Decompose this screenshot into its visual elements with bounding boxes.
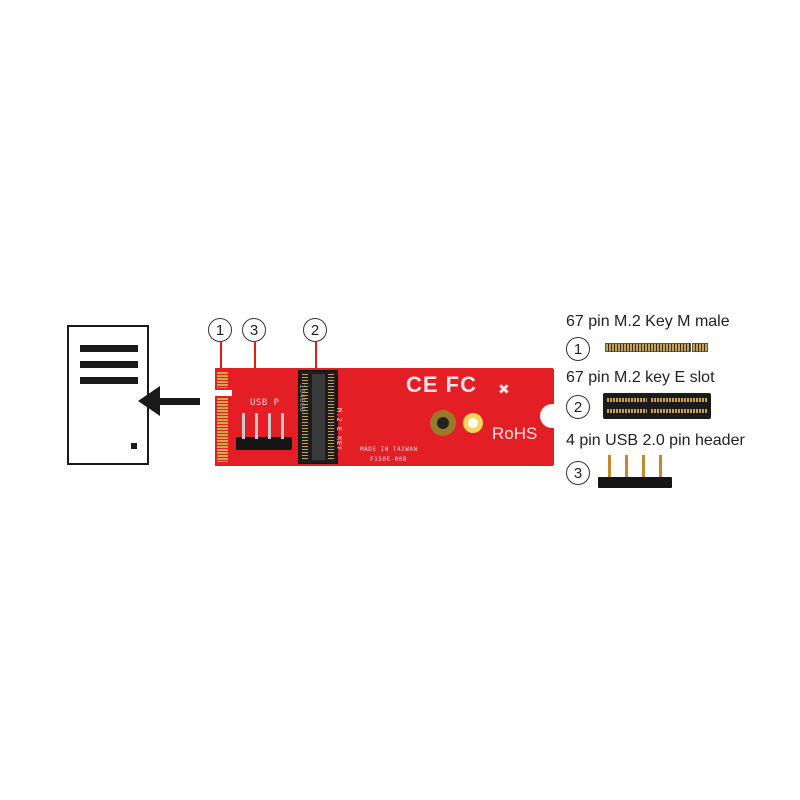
tower-line-icon — [80, 361, 138, 368]
callout-3: 3 — [242, 318, 266, 342]
callout-2: 2 — [303, 318, 327, 342]
legend-badge-2: 2 — [566, 395, 590, 419]
legend-title-3: 4 pin USB 2.0 pin header — [566, 432, 745, 449]
callout-number: 2 — [310, 321, 320, 339]
rohs-mark: RoHS — [492, 424, 538, 443]
key-m-connector-icon — [605, 341, 708, 353]
legend-badge-3: 3 — [566, 461, 590, 485]
tower-line-icon — [80, 377, 138, 384]
usb-pin-header — [236, 413, 292, 450]
silk-slot-code: 164860 — [298, 384, 306, 413]
legend-number: 2 — [573, 398, 583, 416]
weee-bin-icon: ✖ — [498, 381, 510, 397]
legend-number: 1 — [573, 340, 583, 358]
legend-number: 3 — [573, 464, 583, 482]
ce-fcc-mark: CE FC — [406, 372, 477, 397]
power-led-icon — [131, 443, 137, 449]
silk-made-in: MADE IN TAIWAN — [360, 446, 418, 453]
computer-tower-icon — [67, 325, 149, 465]
gold-fingers-upper — [217, 372, 228, 388]
legend-title-2: 67 pin M.2 key E slot — [566, 369, 715, 386]
m2-key-m-edge-connector — [211, 368, 237, 466]
leader-line — [254, 342, 256, 390]
arrow-head-icon — [138, 386, 160, 416]
mounting-screw — [430, 410, 456, 436]
m2-key-e-slot — [298, 370, 338, 464]
legend-title-1: 67 pin M.2 Key M male — [566, 313, 730, 330]
mounting-hole — [463, 413, 483, 433]
callout-1: 1 — [208, 318, 232, 342]
usb-header-icon — [598, 455, 674, 490]
callout-number: 3 — [249, 321, 259, 339]
arrow-left-icon — [150, 398, 200, 405]
leader-line — [220, 342, 222, 370]
silk-key-label: M.2 E KEY — [335, 408, 343, 451]
legend-badge-1: 1 — [566, 337, 590, 361]
silk-code: F150E-008 — [370, 456, 408, 463]
tower-line-icon — [80, 345, 138, 352]
key-e-slot-icon — [603, 393, 711, 419]
silk-usb-label: USB P — [250, 398, 280, 408]
leader-line — [315, 342, 317, 370]
board-notch — [540, 404, 556, 428]
callout-number: 1 — [215, 321, 225, 339]
gold-fingers-lower — [217, 398, 228, 462]
